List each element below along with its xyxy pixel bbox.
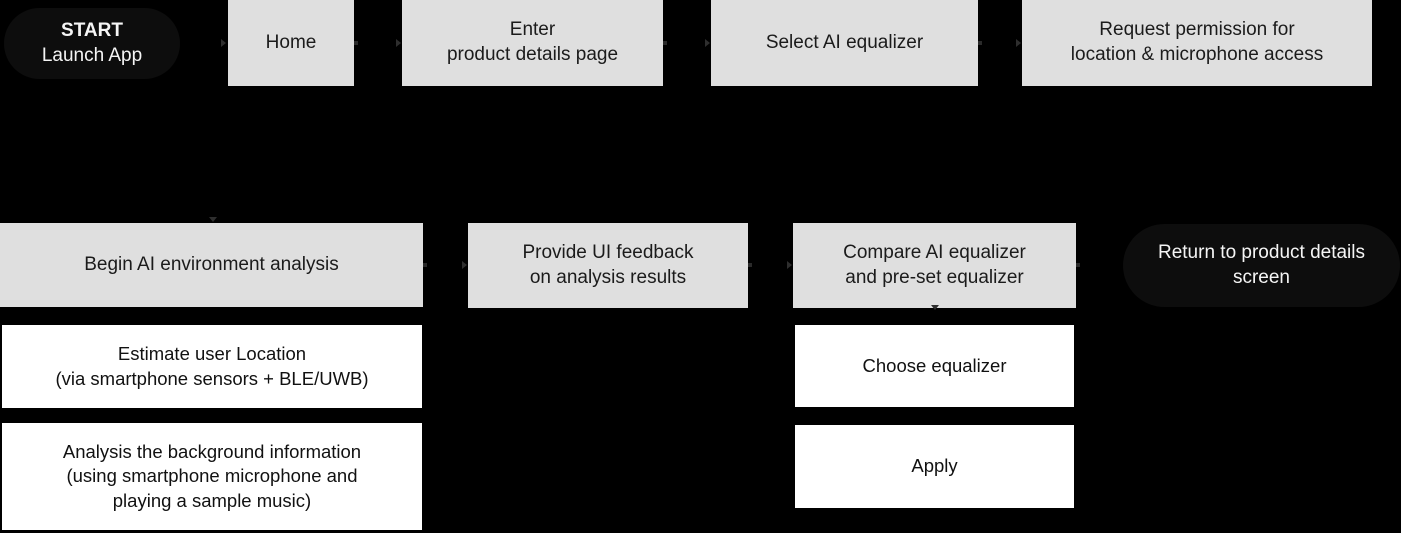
- arrowhead-right-icon: [705, 39, 710, 47]
- flow-node-home: Home: [228, 0, 354, 86]
- arrowhead-right-icon: [787, 261, 792, 269]
- node-label: Return to product details screen: [1157, 241, 1365, 288]
- node-label: Request permission for location & microp…: [1070, 19, 1324, 65]
- flow-node-compare-equalizers: Compare AI equalizer and pre-set equaliz…: [793, 223, 1076, 308]
- arrowhead-right-icon: [396, 39, 401, 47]
- flow-node-enter-product-details: Enter product details page: [402, 0, 663, 86]
- node-label: Choose equalizer: [862, 354, 1007, 376]
- connector-stub: [663, 41, 667, 45]
- connector-stub: [423, 263, 427, 267]
- flow-node-estimate-location: Estimate user Location (via smartphone s…: [2, 325, 422, 408]
- node-label: Enter product details page: [446, 19, 619, 65]
- flow-node-apply: Apply: [795, 425, 1074, 508]
- arrowhead-down-icon: [931, 305, 939, 310]
- flow-node-return-to-product: Return to product details screen: [1123, 224, 1400, 307]
- node-label: Estimate user Location (via smartphone s…: [55, 343, 369, 389]
- node-label: Analysis the background information (usi…: [62, 440, 362, 511]
- connector-stub: [978, 41, 982, 45]
- arrowhead-right-icon: [1016, 39, 1021, 47]
- node-label: Select AI equalizer: [765, 31, 924, 53]
- node-label: Begin AI environment analysis: [84, 253, 339, 275]
- node-label: Provide UI feedback on analysis results: [522, 241, 694, 288]
- flow-node-choose-equalizer: Choose equalizer: [795, 325, 1074, 407]
- connector-stub: [354, 41, 358, 45]
- connector-stub: [748, 263, 752, 267]
- start-title: START: [61, 19, 123, 41]
- node-label: Apply: [911, 455, 958, 477]
- flow-node-begin-analysis: Begin AI environment analysis: [0, 223, 423, 307]
- flow-node-analyze-background: Analysis the background information (usi…: [2, 423, 422, 530]
- flow-node-start: START Launch App: [4, 8, 180, 79]
- start-subtitle: Launch App: [41, 44, 143, 66]
- flow-node-select-ai-equalizer: Select AI equalizer: [711, 0, 978, 86]
- arrowhead-down-icon: [209, 217, 217, 222]
- node-label: Compare AI equalizer and pre-set equaliz…: [843, 241, 1026, 288]
- flow-node-request-permission: Request permission for location & microp…: [1022, 0, 1372, 86]
- arrowhead-right-icon: [462, 261, 467, 269]
- connector-stub: [1076, 263, 1080, 267]
- flow-node-provide-feedback: Provide UI feedback on analysis results: [468, 223, 748, 308]
- arrowhead-right-icon: [221, 39, 226, 47]
- node-label: Home: [265, 31, 317, 53]
